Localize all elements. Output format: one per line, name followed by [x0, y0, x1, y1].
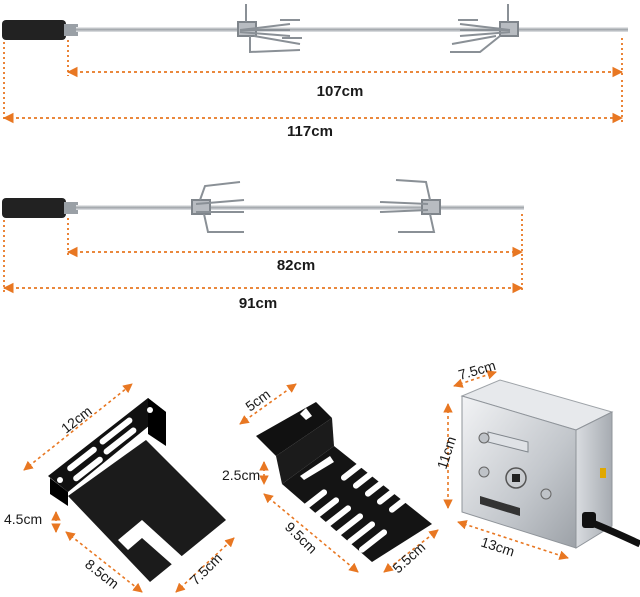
bracket-left-dimensions	[23, 383, 235, 593]
long-spit	[2, 4, 628, 54]
label-short-total-length: 91cm	[239, 295, 277, 312]
dimension-91	[2, 220, 524, 294]
label-motor-width: 13cm	[479, 534, 517, 560]
short-spit	[2, 179, 524, 233]
label-bracket-middle-top-width: 5cm	[242, 386, 273, 414]
rotisserie-motor	[460, 379, 640, 549]
label-bracket-middle-offset: 2.5cm	[222, 467, 260, 483]
spit-fork-long-1	[237, 4, 302, 54]
label-long-total-length: 117cm	[287, 123, 333, 140]
label-bracket-left-base-length: 8.5cm	[82, 556, 122, 592]
dimension-82	[66, 214, 524, 258]
label-short-inner-length: 82cm	[277, 257, 315, 274]
label-long-inner-length: 107cm	[317, 83, 364, 100]
spit-fork-short-2	[379, 179, 441, 233]
dimension-107	[66, 38, 624, 78]
label-motor-height: 11cm	[434, 434, 459, 471]
spit-handle-long	[2, 20, 66, 40]
label-motor-depth: 7.5cm	[456, 357, 497, 383]
label-bracket-left-base-width: 7.5cm	[187, 550, 225, 588]
bracket-middle-dimensions	[239, 383, 439, 573]
label-bracket-left-width: 12cm	[58, 403, 95, 437]
spit-fork-long-2	[450, 4, 519, 53]
label-bracket-left-height: 4.5cm	[4, 511, 42, 527]
motor-dimensions	[443, 370, 569, 560]
label-bracket-middle-length: 9.5cm	[282, 519, 321, 557]
spit-fork-short-1	[191, 181, 245, 233]
bracket-middle	[256, 402, 432, 562]
spit-handle-short	[2, 198, 66, 218]
dimension-117	[2, 42, 624, 124]
